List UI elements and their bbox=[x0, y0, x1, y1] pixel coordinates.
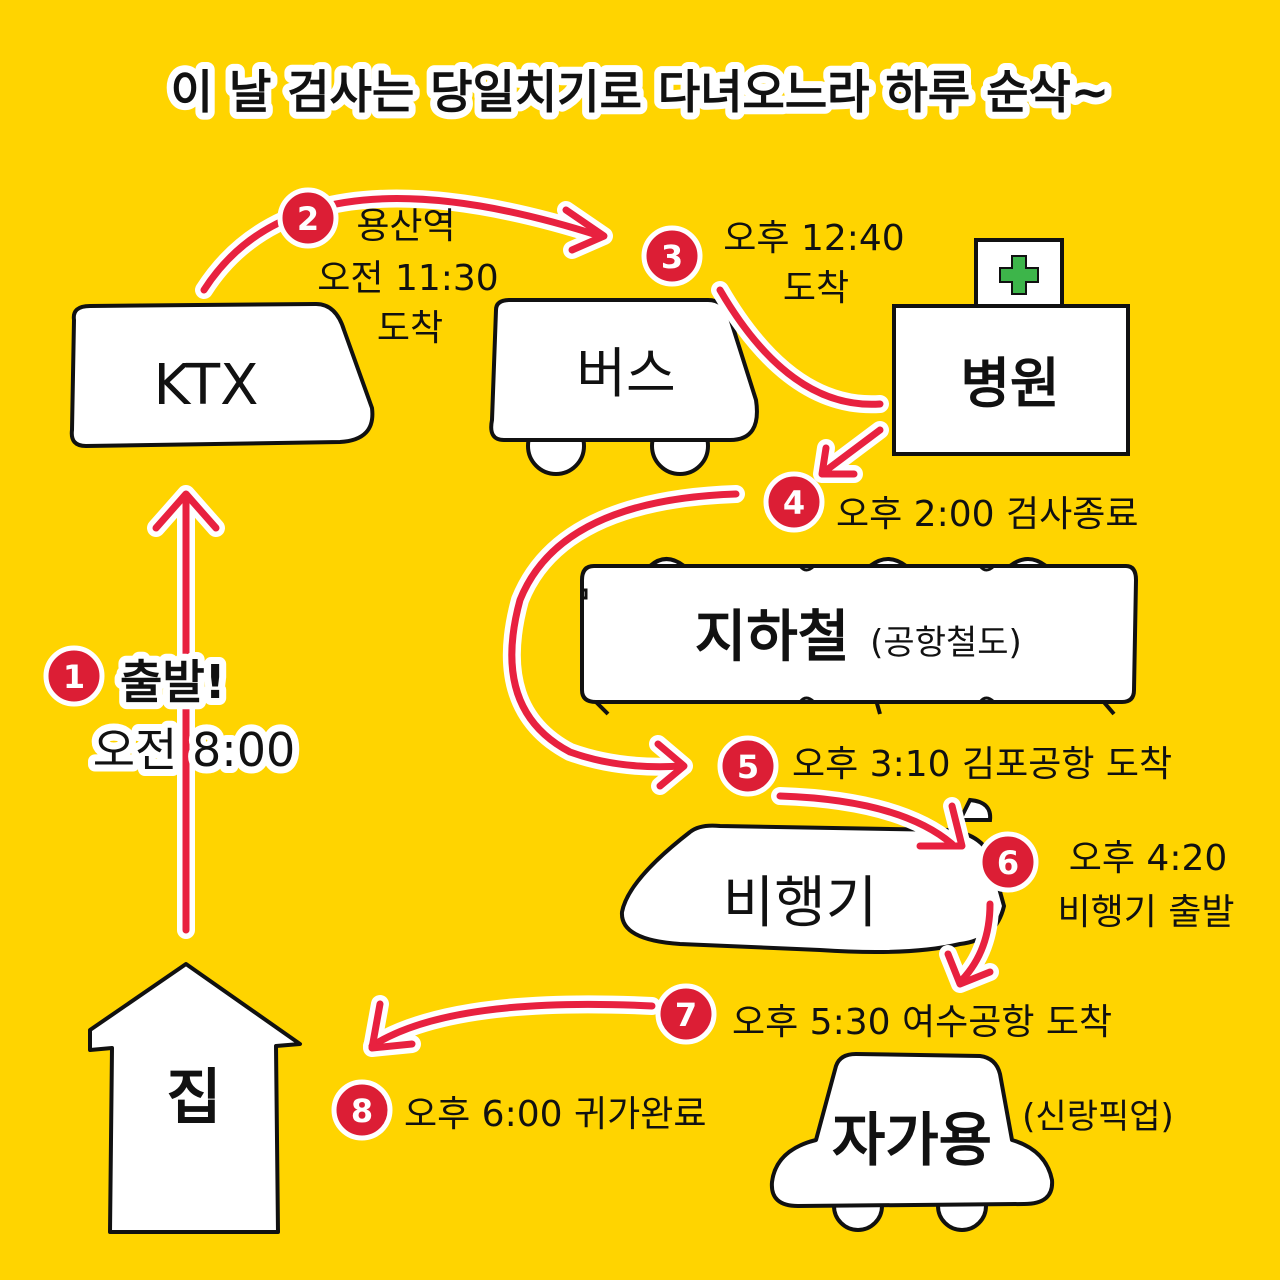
step-badge bbox=[977, 831, 1039, 893]
step-label-line: 도착 bbox=[377, 308, 443, 349]
step-number: 6 bbox=[997, 844, 1019, 882]
subway-train: 지하철 (공항철도) bbox=[580, 557, 1139, 716]
step-badge bbox=[43, 645, 105, 707]
car-vehicle: 자가용 (신랑픽업) bbox=[769, 1052, 1174, 1232]
step-label-line: 오전 8:00 bbox=[93, 723, 296, 777]
step-number: 1 bbox=[63, 658, 85, 696]
step-number: 5 bbox=[737, 748, 759, 786]
step-label-line: 도착 bbox=[783, 268, 849, 309]
step-label-line: 오후 4:20 bbox=[1069, 838, 1228, 879]
step-number: 7 bbox=[675, 996, 697, 1034]
step-label-line: 오후 6:00 귀가완료 bbox=[404, 1094, 706, 1135]
step-label-line: 오후 12:40 bbox=[723, 218, 904, 259]
step-badge bbox=[331, 1079, 393, 1141]
step-number: 4 bbox=[783, 484, 805, 522]
subway-note: (공항철도) bbox=[870, 623, 1022, 663]
step-label-line: 용산역 bbox=[356, 206, 455, 247]
bus-label: 버스 bbox=[576, 342, 675, 405]
step-badge bbox=[641, 225, 703, 287]
step-4: 4 오후 2:00 검사종료 bbox=[763, 471, 1138, 535]
step-1: 1 출발! 오전 8:00 bbox=[43, 645, 302, 784]
step-7: 7 오후 5:30 여수공항 도착 bbox=[655, 983, 1112, 1045]
ktx-shape bbox=[69, 302, 375, 448]
medical-cross-icon bbox=[999, 255, 1039, 295]
ktx-label: KTX bbox=[154, 353, 259, 418]
bus-shape bbox=[489, 298, 759, 442]
step-number: 2 bbox=[297, 200, 319, 238]
route-arrows bbox=[147, 189, 999, 1057]
step-badge bbox=[717, 735, 779, 797]
step-label-line: 출발! bbox=[120, 655, 226, 709]
home-label: 집 bbox=[166, 1063, 221, 1133]
step-3: 3 오후 12:40 도착 bbox=[641, 218, 905, 309]
step-label-line: 오전 11:30 bbox=[317, 258, 498, 299]
subway-couplers bbox=[582, 564, 996, 704]
step-number: 3 bbox=[661, 238, 683, 276]
step-2: 2 용산역 오전 11:30 도착 bbox=[277, 187, 499, 349]
step-number: 8 bbox=[351, 1092, 373, 1130]
step-label-line: 오후 3:10 김포공항 도착 bbox=[792, 744, 1172, 785]
airplane-tail bbox=[956, 797, 993, 822]
step-badge bbox=[655, 983, 717, 1045]
step-5: 5 오후 3:10 김포공항 도착 bbox=[717, 735, 1172, 797]
car-note: (신랑픽업) bbox=[1022, 1097, 1174, 1137]
subway-roof-bumps bbox=[648, 557, 1048, 568]
hospital-label: 병원 bbox=[960, 352, 1059, 415]
home-house: 집 bbox=[88, 962, 302, 1234]
subway-shape bbox=[580, 564, 1139, 704]
hospital-shape bbox=[892, 304, 1130, 456]
step-badge bbox=[277, 187, 339, 249]
step-label-line: 오후 5:30 여수공항 도착 bbox=[732, 1002, 1112, 1043]
step-label-line: 오후 2:00 검사종료 bbox=[836, 494, 1138, 535]
house-shape bbox=[88, 962, 302, 1234]
ktx-vehicle: KTX bbox=[69, 302, 375, 448]
car-shape bbox=[769, 1052, 1055, 1208]
car-label: 자가용 bbox=[832, 1106, 992, 1174]
airplane-vehicle: 비행기 bbox=[619, 797, 1006, 954]
bus-vehicle: 버스 bbox=[489, 298, 759, 476]
page-title: 이 날 검사는 당일치기로 다녀오느라 하루 순삭~ bbox=[171, 65, 1110, 119]
step-badge bbox=[763, 471, 825, 533]
hospital-building: 병원 bbox=[892, 238, 1130, 456]
step-8: 8 오후 6:00 귀가완료 bbox=[331, 1079, 706, 1141]
subway-label: 지하철 bbox=[695, 605, 850, 670]
arrow-icon bbox=[152, 195, 994, 1052]
step-label-line: 비행기 출발 bbox=[1057, 892, 1234, 933]
step-6: 6 오후 4:20 비행기 출발 bbox=[977, 831, 1235, 933]
airplane-label: 비행기 bbox=[723, 871, 878, 936]
